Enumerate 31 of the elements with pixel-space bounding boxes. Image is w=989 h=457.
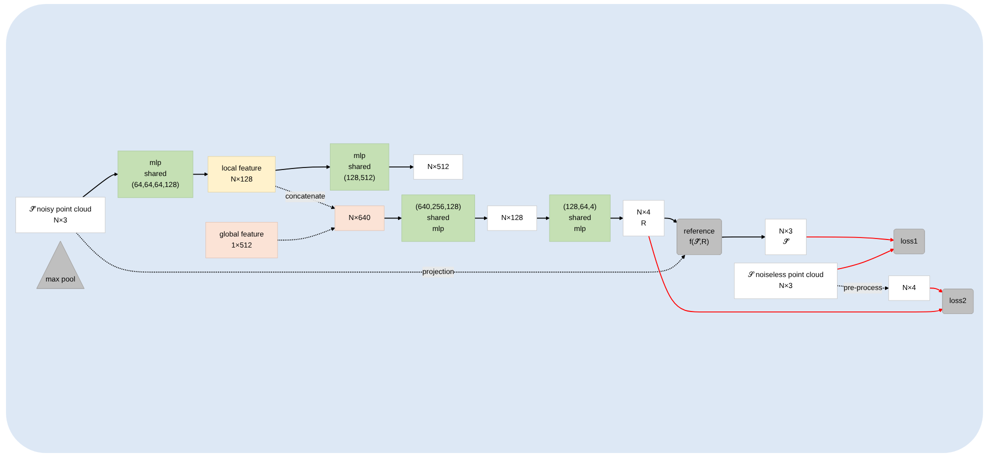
arrow: [82, 172, 118, 198]
node-box: [549, 194, 611, 242]
arrow: [277, 227, 336, 240]
arrow: [384, 216, 402, 220]
arrow: [721, 234, 766, 239]
arrow: [192, 172, 208, 176]
node-box: [402, 194, 475, 242]
node-box: [334, 205, 384, 231]
node-box: [765, 218, 807, 255]
node-box: [206, 222, 278, 258]
arrow: [648, 235, 943, 312]
arrow: [610, 216, 624, 220]
arrow: [664, 218, 678, 223]
arrow: [836, 248, 894, 270]
node-box: [118, 150, 194, 198]
node-box: [734, 262, 838, 299]
arrow: [474, 216, 488, 220]
arrow: [274, 186, 336, 209]
node-box: [622, 200, 664, 236]
node-box: [413, 154, 464, 180]
arrow: [274, 164, 330, 171]
arrow: [388, 164, 414, 169]
arrow: [929, 287, 943, 292]
node-box: [15, 196, 106, 233]
arrow: [76, 232, 686, 272]
node-box: [487, 205, 537, 231]
node-box: [888, 275, 930, 300]
node-box: [330, 143, 390, 190]
arrow: [536, 216, 550, 220]
node-box: [208, 156, 276, 192]
arrow: [806, 236, 894, 242]
